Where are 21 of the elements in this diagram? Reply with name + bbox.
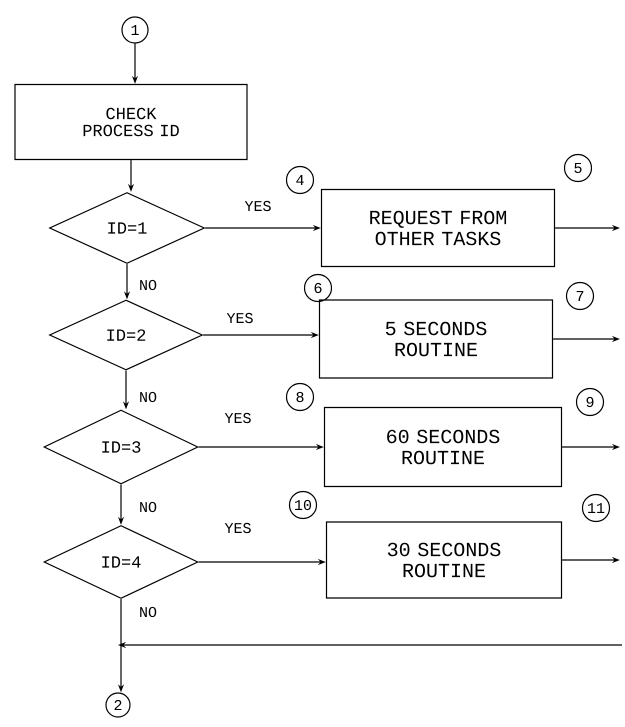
- process-box: 60 SECONDS ROUTINE: [324, 406, 562, 488]
- process-box: CHECK PROCESS ID: [14, 84, 248, 160]
- callout-number: 4: [286, 166, 314, 194]
- edge-label: YES: [244, 200, 272, 212]
- edge-label: YES: [224, 522, 252, 534]
- edge-label: NO: [138, 606, 158, 618]
- edge-label: NO: [138, 278, 158, 292]
- callout-number: 10: [288, 490, 318, 520]
- callout-number: 9: [576, 388, 604, 416]
- callout-number: 8: [286, 382, 314, 412]
- edge-label: YES: [226, 312, 254, 324]
- edge-label: NO: [138, 390, 158, 404]
- edge-label: NO: [138, 500, 158, 514]
- callout-number: 5: [564, 154, 592, 182]
- edge-label: YES: [224, 412, 252, 424]
- callout-number: 6: [304, 274, 332, 302]
- callout-number: 11: [582, 494, 610, 522]
- process-box: 5 SECONDS ROUTINE: [318, 299, 554, 379]
- callout-number: 7: [566, 282, 594, 310]
- process-box: 30 SECONDS ROUTINE: [326, 521, 562, 599]
- process-box: REQUEST FROM OTHER TASKS: [320, 188, 556, 268]
